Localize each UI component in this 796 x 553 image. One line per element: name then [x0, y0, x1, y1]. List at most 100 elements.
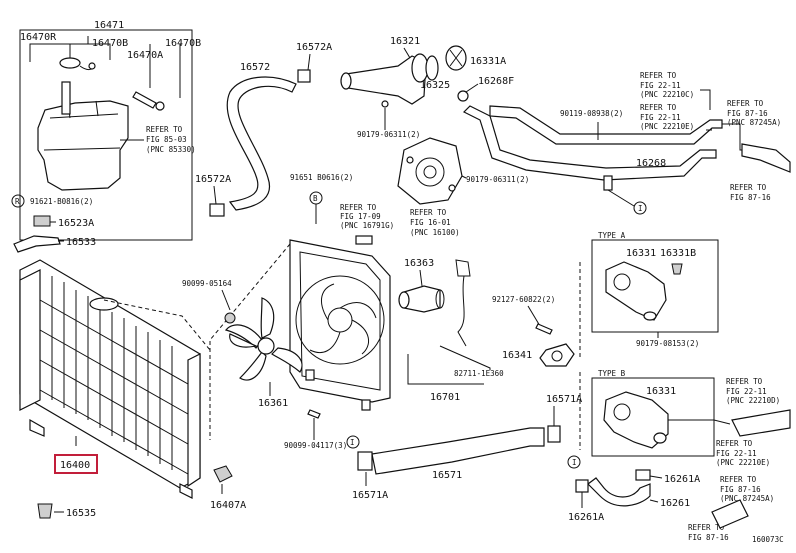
svg-text:(PNC 22210E): (PNC 22210E) [716, 458, 770, 467]
clip-icon [355, 235, 373, 245]
reservoir-cap [59, 57, 95, 71]
part-16572A-mid[interactable]: 16572A [195, 174, 231, 185]
part-91651[interactable]: 91651 B0616(2) [290, 173, 353, 182]
type-b-label: TYPE B [598, 369, 626, 378]
refer-22-11-e-top[interactable]: REFER TO FIG 22-11 (PNC 22210E) [640, 103, 694, 131]
part-16331-a[interactable]: 16331 [626, 248, 656, 259]
upper-hose [226, 76, 297, 211]
part-90179-06311-a[interactable]: 90179-06311(2) [357, 130, 420, 139]
part-16400-highlight [54, 454, 98, 474]
part-90099-05164[interactable]: 90099-05164 [182, 279, 232, 288]
svg-text:FIG 22-11: FIG 22-11 [640, 81, 681, 90]
nut-icon [224, 312, 236, 324]
hose-clamp-top [297, 69, 311, 83]
bypass-clamp-left [575, 479, 589, 493]
part-16571A-r[interactable]: 16571A [546, 394, 582, 405]
refer-87-16-top[interactable]: REFER TO FIG 87-16 (PNC 87245A) [727, 99, 781, 127]
svg-text:FIG 87-16: FIG 87-16 [688, 533, 729, 542]
part-82711[interactable]: 82711-1E360 [454, 369, 504, 378]
refer-22-11-d[interactable]: REFER TO FIG 22-11 (PNC 22210D) [726, 377, 780, 405]
part-16268F[interactable]: 16268F [478, 76, 514, 87]
reservoir-tank [37, 81, 129, 191]
refer-87-16-mid[interactable]: REFER TO FIG 87-16 [730, 183, 771, 202]
radiator-core [19, 259, 201, 499]
part-16571[interactable]: 16571 [432, 470, 462, 481]
marker-r-circle [11, 194, 25, 208]
part-90179-06311-b[interactable]: 90179-06311(2) [466, 175, 529, 184]
fan-blade [224, 297, 303, 381]
refer-16-01[interactable]: REFER TO FIG 16-01 (PNC 16100) [410, 208, 460, 237]
part-90099-04117[interactable]: 90099-04117(3) [284, 441, 347, 450]
svg-text:REFER TO: REFER TO [730, 183, 767, 192]
part-90179-08153[interactable]: 90179-08153(2) [636, 339, 699, 348]
part-16261A[interactable]: 16261A [664, 474, 700, 485]
water-by-pass-pipe [457, 90, 723, 191]
svg-text:FIG 87-16: FIG 87-16 [720, 485, 761, 494]
part-16331B[interactable]: 16331B [660, 248, 696, 259]
part-91621[interactable]: 91621-B0816(2) [30, 197, 93, 206]
hose-clamp-mid [209, 203, 225, 217]
svg-text:REFER TO: REFER TO [727, 99, 764, 108]
bracket-icon [13, 235, 61, 253]
refer-17-09[interactable]: REFER TO FIG 17-09 (PNC 16791G) [340, 203, 394, 230]
refer-87-16-bottom[interactable]: REFER TO FIG 87-16 (PNC 87245A) [720, 475, 774, 503]
fan-shroud [289, 239, 391, 411]
part-16261[interactable]: 16261 [660, 498, 690, 509]
marker-i-bypass: I [572, 458, 577, 467]
water-inlet-a [605, 261, 667, 321]
part-16471[interactable]: 16471 [94, 20, 124, 31]
part-16533[interactable]: 16533 [66, 237, 96, 248]
part-92127[interactable]: 92127-60822(2) [492, 295, 555, 304]
part-16571A-b[interactable]: 16571A [352, 490, 388, 501]
svg-text:(PNC 16100): (PNC 16100) [410, 228, 460, 237]
part-16523A[interactable]: 16523A [58, 218, 94, 229]
part-16407A[interactable]: 16407A [210, 500, 246, 511]
part-16470R[interactable]: 16470R [20, 32, 57, 43]
part-16470A[interactable]: 16470A [127, 50, 163, 61]
bypass-hose [587, 477, 651, 507]
cap-leader [103, 299, 211, 351]
part-16470B-a[interactable]: 16470B [92, 38, 128, 49]
marker-r: R [15, 197, 20, 206]
water-outlet [340, 53, 429, 108]
drain-cock-icon [213, 465, 233, 483]
refer-22-11-c[interactable]: REFER TO FIG 22-11 (PNC 22210C) [640, 71, 694, 99]
part-16321[interactable]: 16321 [390, 36, 420, 47]
part-16341[interactable]: 16341 [502, 350, 532, 361]
refer-87-16-last[interactable]: REFER TO FIG 87-16 [688, 523, 729, 542]
refer-22-11-e-bottom[interactable]: REFER TO FIG 22-11 (PNC 22210E) [716, 439, 770, 467]
bypass-clamp [635, 469, 651, 481]
svg-text:(PNC 22210E): (PNC 22210E) [640, 122, 694, 131]
part-16535[interactable]: 16535 [66, 508, 96, 519]
part-16331A[interactable]: 16331A [470, 56, 506, 67]
reservoir-leaders [29, 36, 181, 98]
hose-clamp-lower-r [547, 425, 561, 443]
part-16470B-b[interactable]: 16470B [165, 38, 201, 49]
drain-plug-icon [37, 503, 53, 519]
svg-text:REFER TO: REFER TO [688, 523, 725, 532]
part-16400[interactable]: 16400 [60, 460, 90, 471]
part-16325[interactable]: 16325 [420, 80, 450, 91]
svg-text:REFER TO: REFER TO [640, 71, 677, 80]
svg-text:FIG 87-16: FIG 87-16 [730, 193, 771, 202]
marker-i-circle [633, 201, 647, 215]
part-16361[interactable]: 16361 [258, 398, 288, 409]
part-90119-08938[interactable]: 90119-08938(2) [560, 109, 623, 118]
part-16572A-top[interactable]: 16572A [296, 42, 332, 53]
bypass-hose-end [711, 499, 749, 529]
part-16701[interactable]: 16701 [430, 392, 460, 403]
svg-text:FIG 22-11: FIG 22-11 [640, 113, 681, 122]
reservoir-group-frame [19, 29, 193, 241]
part-16261A-b[interactable]: 16261A [568, 512, 604, 523]
refer-85-03[interactable]: REFER TO FIG 85-03 (PNC 85330) [146, 125, 196, 154]
part-16268[interactable]: 16268 [636, 158, 666, 169]
svg-text:REFER TO: REFER TO [340, 203, 377, 212]
screw-icon [535, 323, 553, 335]
part-16572[interactable]: 16572 [240, 62, 270, 73]
part-16363[interactable]: 16363 [404, 258, 434, 269]
part-16331-b[interactable]: 16331 [646, 386, 676, 397]
svg-text:FIG 87-16: FIG 87-16 [727, 109, 768, 118]
type-b-frame [591, 377, 715, 457]
fan-motor [398, 285, 445, 313]
